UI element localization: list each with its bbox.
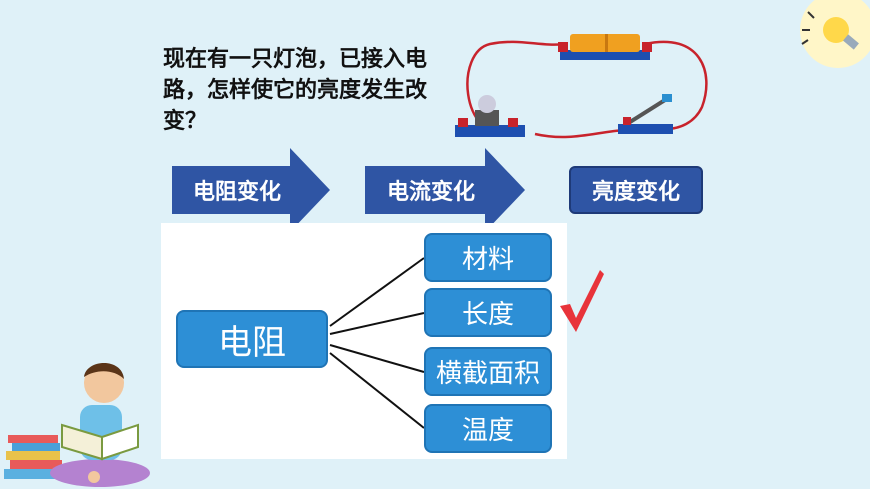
- question-text: 现在有一只灯泡，已接入电路，怎样使它的亮度发生改变？: [163, 47, 428, 134]
- mindmap-branch-length: 长度: [424, 288, 552, 337]
- mindmap-branch-cross-section: 横截面积: [424, 347, 552, 396]
- arrow-shape-icon: [365, 148, 525, 232]
- flow-arrow-current: 电流变化: [365, 148, 525, 236]
- flow-arrow-resistance: 电阻变化: [172, 148, 330, 236]
- mindmap-root: 电阻: [176, 310, 328, 368]
- flow-step-brightness: 亮度变化: [569, 166, 703, 214]
- reading-boy-illustration: [4, 363, 150, 487]
- mindmap-branch-temperature: 温度: [424, 404, 552, 453]
- circuit-illustration: [455, 34, 708, 139]
- check-mark-icon: [560, 270, 604, 332]
- flow-step-resistance: 电阻变化: [192, 180, 281, 205]
- flow-step-current: 电流变化: [386, 180, 475, 205]
- lightbulb-icon: [800, 0, 870, 68]
- arrow-shape-icon: [172, 148, 330, 232]
- mindmap-branch-material: 材料: [424, 233, 552, 282]
